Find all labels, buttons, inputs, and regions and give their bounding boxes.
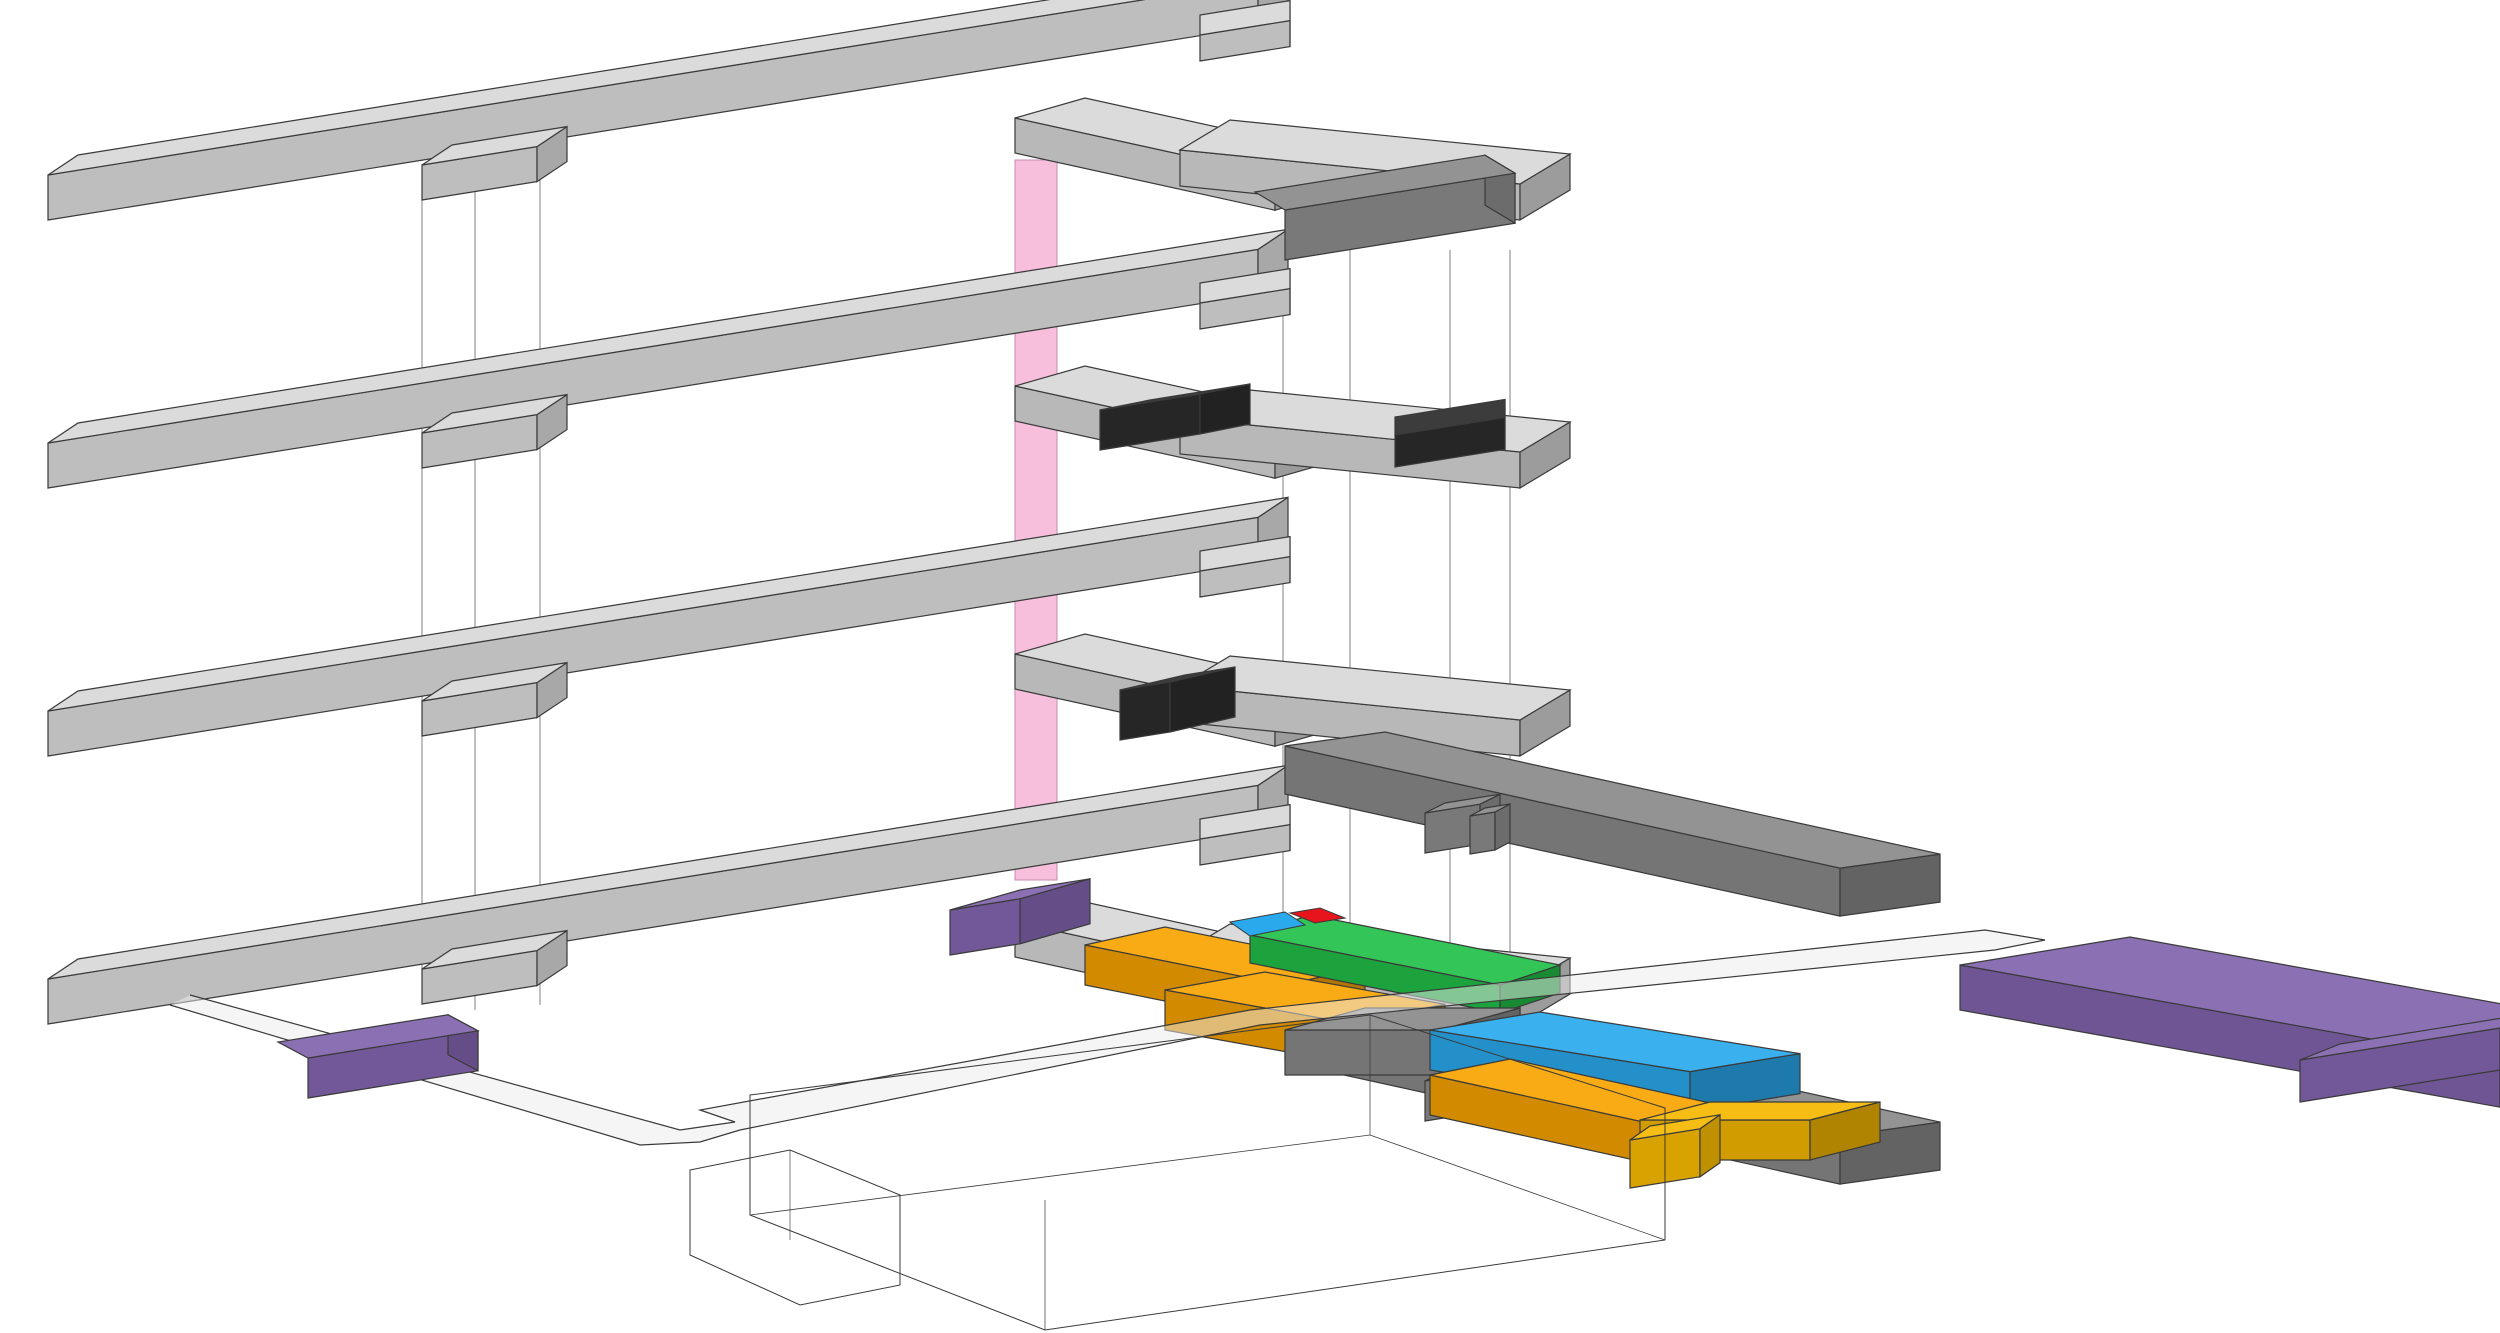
floor-3-west-wing-top [47, 496, 1289, 712]
east-purple-annex-top [2299, 1017, 2500, 1061]
floor-3-west-crosswing [421, 661, 568, 737]
floor-3-dark-stair-front [1119, 681, 1171, 741]
ground-red-room [1288, 907, 1347, 924]
floor-3-dark-stair [1119, 666, 1236, 741]
floor-2-dark-stair [1099, 383, 1251, 451]
basement-outline-inner [749, 1134, 1666, 1241]
floor-3-corner-block [1199, 535, 1291, 598]
floor-3-east-extension [1178, 655, 1572, 758]
ground-purple-entrance-top [949, 878, 1091, 911]
floor-4-corner-block [1199, 803, 1291, 866]
ground-yellow-wing-top [1639, 1101, 1881, 1121]
floor-2-gray-wing-top [1284, 731, 1941, 869]
floor-2-west-crosswing [421, 393, 568, 469]
floor-2-gray-small-b-front [1469, 811, 1496, 855]
ground-yellow-small-top [1629, 1114, 1721, 1141]
floor-4-west-crosswing [421, 929, 568, 1005]
floor-3-west-wing [47, 496, 1289, 757]
floor-2-gray-small-a-top [1424, 793, 1501, 814]
floor-1-gray-block-top [1253, 154, 1517, 211]
floor-1-corner-block [1199, 0, 1291, 62]
floor-3-dark-stair-top [1119, 666, 1236, 691]
floor-4-west-crosswing-top [421, 930, 568, 970]
floor-2-dark-stair-b [1394, 398, 1506, 468]
ground-link-corridor [169, 929, 2046, 1146]
floor-1-corner-block-top [1199, 0, 1291, 36]
floor-2-dark-stair-top [1099, 383, 1251, 411]
east-purple-building-top [1959, 936, 2500, 1063]
ground-purple-entrance [949, 878, 1091, 956]
ground-gray-block-front [1284, 1029, 1441, 1076]
west-purple-pavilion [276, 1013, 480, 1099]
east-purple-annex [2299, 1017, 2500, 1103]
floor-2-gray-wing [1284, 731, 1941, 917]
floor-4-corner-block-top [1199, 803, 1291, 840]
floor-2-west-wing [47, 228, 1289, 489]
floor-2-corner-block-top [1199, 267, 1291, 304]
floor-2-gray-small-b [1469, 803, 1511, 855]
ground-blue-room [1228, 911, 1307, 937]
floor-3-east-extension-top [1178, 655, 1572, 721]
floor-2-gray-small-b-top [1469, 803, 1511, 817]
floor-2-west-crosswing-top [421, 394, 568, 434]
floor-2-corner-block [1199, 267, 1291, 330]
floor-3-corner-block-top [1199, 535, 1291, 572]
west-purple-pavilion-top [276, 1014, 480, 1059]
floor-1-gray-block [1253, 154, 1517, 261]
floor-1-west-wing-top [47, 0, 1146, 176]
entry-outline-box [689, 1149, 901, 1306]
ground-blue-wing-top [1429, 1011, 1801, 1073]
floor-2-dark-stair-b-top [1394, 398, 1506, 436]
floor-3-west-crosswing-top [421, 662, 568, 702]
floor-1-west-crosswing [421, 125, 568, 201]
floor-1-west-crosswing-top [421, 126, 568, 166]
